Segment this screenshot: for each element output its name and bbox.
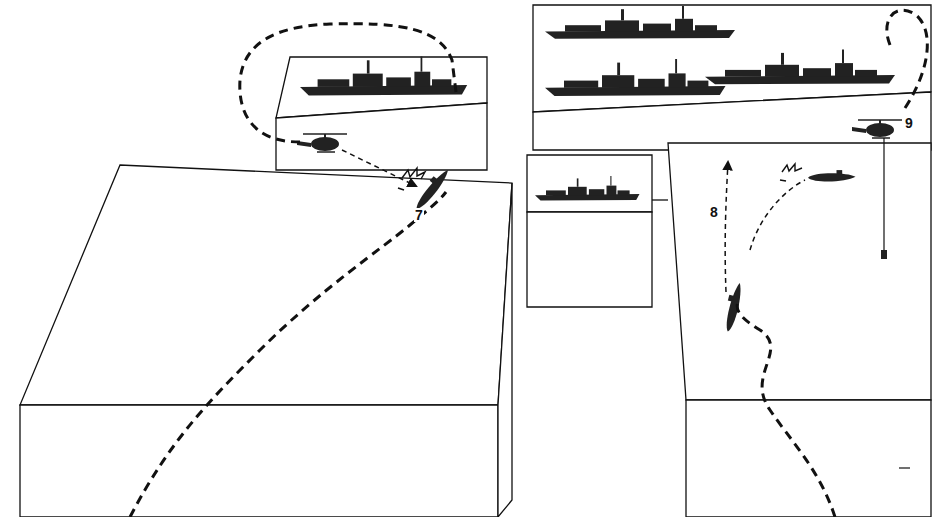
ocean-box bbox=[686, 400, 931, 517]
attack-line bbox=[342, 150, 416, 186]
submarine-track bbox=[130, 192, 446, 517]
helicopter-track bbox=[887, 10, 928, 108]
ocean-box bbox=[20, 405, 498, 517]
submarine-track bbox=[737, 302, 835, 517]
ocean-box bbox=[668, 143, 931, 400]
evasion-line bbox=[725, 162, 728, 292]
callout-number: 9 bbox=[904, 116, 914, 130]
ocean-box bbox=[527, 212, 652, 307]
ocean-box bbox=[498, 183, 512, 517]
ocean-box bbox=[276, 103, 487, 170]
ocean-box bbox=[533, 92, 931, 150]
attack-line bbox=[750, 180, 805, 250]
helicopter-track bbox=[240, 24, 456, 142]
callout-number: 8 bbox=[709, 205, 719, 219]
callout-number: 7 bbox=[414, 208, 424, 222]
ocean-box bbox=[20, 165, 512, 405]
ocean-box bbox=[527, 155, 652, 212]
